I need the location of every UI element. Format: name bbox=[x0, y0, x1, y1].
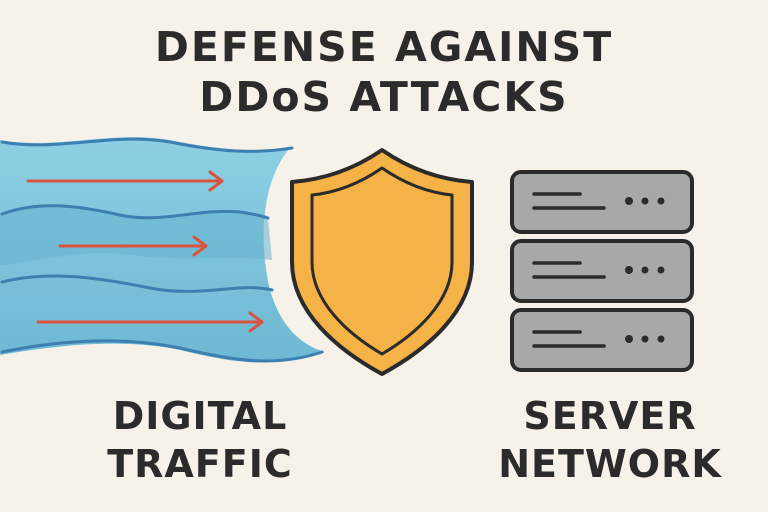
server-unit bbox=[510, 308, 694, 372]
server-network-label: SERVER NETWORK bbox=[470, 392, 750, 488]
traffic-arrow bbox=[36, 311, 264, 333]
server-unit bbox=[510, 170, 694, 234]
server-unit bbox=[510, 239, 694, 303]
shield-icon bbox=[290, 148, 474, 376]
traffic-label-line-2: TRAFFIC bbox=[107, 442, 293, 486]
traffic-wave-icon bbox=[0, 137, 325, 363]
digital-traffic-label: DIGITAL TRAFFIC bbox=[60, 392, 340, 488]
diagram-title: DEFENSE AGAINST DDoS ATTACKS bbox=[0, 22, 768, 122]
traffic-arrow bbox=[58, 235, 208, 257]
title-line-1: DEFENSE AGAINST bbox=[154, 23, 614, 71]
server-label-line-1: SERVER bbox=[523, 394, 697, 438]
title-line-2: DDoS ATTACKS bbox=[199, 73, 569, 121]
server-label-line-2: NETWORK bbox=[498, 442, 722, 486]
traffic-label-line-1: DIGITAL bbox=[112, 394, 288, 438]
server-rack-icon bbox=[510, 170, 694, 372]
wave-line bbox=[0, 274, 274, 293]
wave-line bbox=[0, 339, 324, 363]
wave-line bbox=[0, 137, 294, 153]
wave-line bbox=[0, 204, 270, 220]
traffic-arrow bbox=[26, 170, 224, 192]
